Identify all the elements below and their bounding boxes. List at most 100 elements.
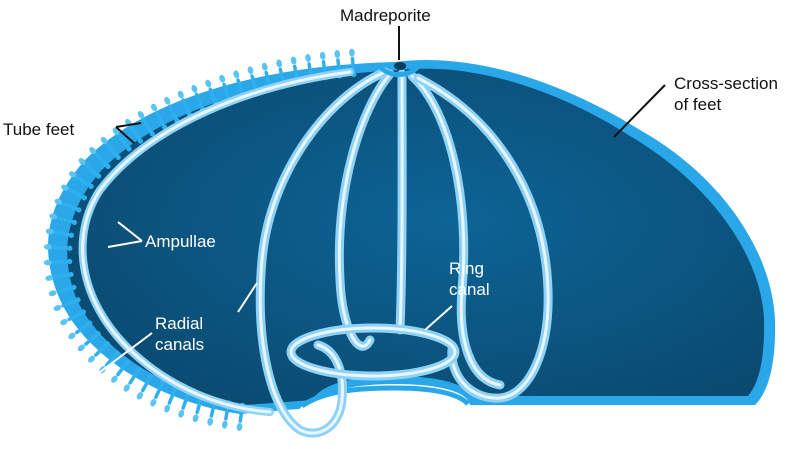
tube-foot-tip [81,195,87,201]
tube-foot [116,360,129,377]
ampulla [100,136,108,145]
tube-foot-tip [67,258,73,265]
tube-foot [140,375,152,393]
ampulla [54,198,63,205]
ring-canal-leader [424,305,453,331]
tube-foot-tip [95,331,101,337]
ampulla [261,62,268,71]
notch-rim [300,385,470,409]
ampulla [334,50,341,59]
madreporite-pore [394,62,406,70]
tube-foot [53,230,73,237]
ampullae-leader-1 [117,221,143,242]
ampulla [219,74,226,83]
ampulla [150,398,157,407]
ampulla [164,404,171,413]
tube-foot-tip [160,380,166,386]
ampulla [178,409,185,418]
ampulla [164,96,171,105]
ampulla [305,54,311,62]
tube-foot [195,396,203,415]
tube-foot-tip [80,309,87,315]
tube-foot-tip [76,207,82,213]
madreporite-structure [378,62,420,77]
label-radial-canals-line1: Radial [155,314,203,333]
tube-foot [129,125,142,142]
tube-foot [84,163,100,178]
ampulla [136,391,143,400]
tube-foot [75,175,93,188]
ampulla [236,423,243,431]
tube-foot [250,74,258,93]
cross-section-leader [613,84,666,138]
ampulla [48,290,57,297]
tube-foot [208,87,218,106]
tube-foot [52,259,71,264]
body-cross-section [48,59,776,415]
ampulla [233,70,240,79]
tube-foot [56,285,75,294]
ampulla [49,213,58,220]
tube-foot [117,134,131,150]
label-radial-canals-line2: canals [155,335,204,354]
label-tube-feet: Tube feet [3,120,74,139]
tube-foot [95,153,110,168]
label-ampullae: Ampullae [145,232,216,251]
ampulla [276,59,283,68]
ampulla [247,66,254,75]
ampulla [177,90,184,99]
ampulla [78,158,86,165]
tube-foot-tip [67,245,73,251]
madreporite-plate [378,62,420,77]
tube-foot-tip [68,271,74,278]
ampulla [349,48,355,57]
label-cross-section-line2: of feet [674,95,722,114]
ampullae-group [43,48,355,431]
label-madreporite: Madreporite [340,6,431,25]
radial-canal-highlight [398,72,404,332]
tube-foot [142,118,154,135]
tube-foot-tip [115,154,121,160]
radial-canals-group [255,67,553,438]
tube-feet-leader-2 [115,126,135,144]
label-ring-canal-line1: Ring [449,259,484,278]
tube-foot-tip [149,131,155,137]
radial-canal-highlight [258,70,387,435]
ring-canal [286,323,460,381]
radial-canals-leader-1 [237,282,258,313]
ampulla [60,318,68,326]
ampulla [123,384,131,392]
ampulla [45,275,54,281]
tube-foot [236,78,245,97]
ampulla [77,344,85,352]
tube-foot [84,332,100,346]
radial-canal-highlight [416,76,550,400]
tube-foot [128,368,140,385]
tube-foot [222,82,231,101]
tube-foot-tip [136,366,142,373]
tube-foot-tip [71,284,77,290]
ampulla [111,375,118,383]
tube-foot-tip [88,183,94,189]
radial-canals-leader-2 [95,332,153,376]
tube-foot [194,92,204,111]
tube-foot-tip [71,219,78,226]
ampulla [68,332,76,340]
ampulla [88,355,96,363]
ring-canal-highlight [289,326,457,378]
tube-foot-tip [75,297,81,303]
tube-foot-tip [125,359,131,365]
ampulla [61,184,69,191]
ampulla [137,111,145,119]
ampulla [43,244,52,250]
tube-foot [67,310,85,322]
tube-foot-tip [95,173,102,179]
tube-foot [104,352,119,367]
ampulla [45,228,54,235]
tube-foot [168,104,179,122]
tube-foot-tip [126,146,132,152]
ampulla [319,51,326,60]
tube-foot [75,321,91,335]
